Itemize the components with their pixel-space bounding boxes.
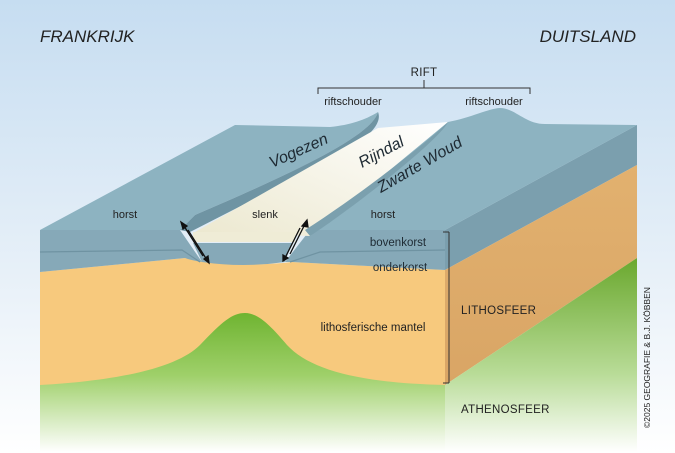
arrowhead-right-down: [282, 253, 290, 263]
riftschouder-right-label: riftschouder: [465, 96, 523, 108]
horst-left-top: [40, 112, 378, 230]
horst-right-label: horst: [371, 209, 395, 221]
bovenkorst-label: bovenkorst: [370, 237, 427, 249]
athenosfeer-label: ATHENOSFEER: [461, 404, 550, 416]
lithosfeer-label: LITHOSFEER: [461, 305, 536, 317]
fault-arrow-left-down: [187, 229, 208, 261]
block-right-face: [445, 125, 637, 452]
asthenosphere-side-face: [445, 258, 637, 452]
arrowhead-right-up: [300, 218, 309, 228]
zwarte-woud-escarpment: [305, 122, 448, 236]
fault-arrow-right-up: [289, 223, 306, 255]
vogezen-escarpment: [180, 112, 379, 232]
lithosferische-mantel-label: lithosferische mantel: [321, 322, 426, 334]
crust-side-face: [445, 125, 637, 270]
country-left-label: FRANKRIJK: [40, 27, 135, 46]
fault-arrow-right-down: [284, 227, 301, 259]
horst-left-label: horst: [113, 209, 137, 221]
country-right-label: DUITSLAND: [540, 27, 636, 46]
block-front-face: [39, 230, 446, 452]
crust-boundary-right: [289, 249, 446, 263]
crust-slenk: [193, 243, 292, 265]
rift-label: RIFT: [411, 67, 438, 79]
onderkorst-label: onderkorst: [373, 262, 428, 274]
crust-right-horst: [285, 230, 445, 270]
fault-arrows: [179, 218, 309, 265]
block-top-surface: [40, 108, 637, 242]
copyright-label: ©2025 GEOGRAFIE & B.J. KÖBBEN: [642, 287, 652, 428]
horst-right-top: [310, 108, 637, 236]
slenk-front-edge: [193, 232, 295, 242]
mantle-side-face: [445, 165, 637, 385]
fault-arrow-left-up: [183, 225, 204, 257]
lithosphere-bracket: [443, 231, 450, 384]
slenk-surface: [195, 122, 448, 236]
arrowhead-left-down: [202, 254, 210, 265]
riftschouder-left-label: riftschouder: [324, 96, 382, 108]
slenk-label: slenk: [252, 209, 278, 221]
arrowhead-left-up: [179, 220, 189, 231]
rift-bracket: [317, 80, 531, 94]
crust-boundary-left: [39, 249, 201, 263]
asthenosphere: [40, 313, 445, 452]
